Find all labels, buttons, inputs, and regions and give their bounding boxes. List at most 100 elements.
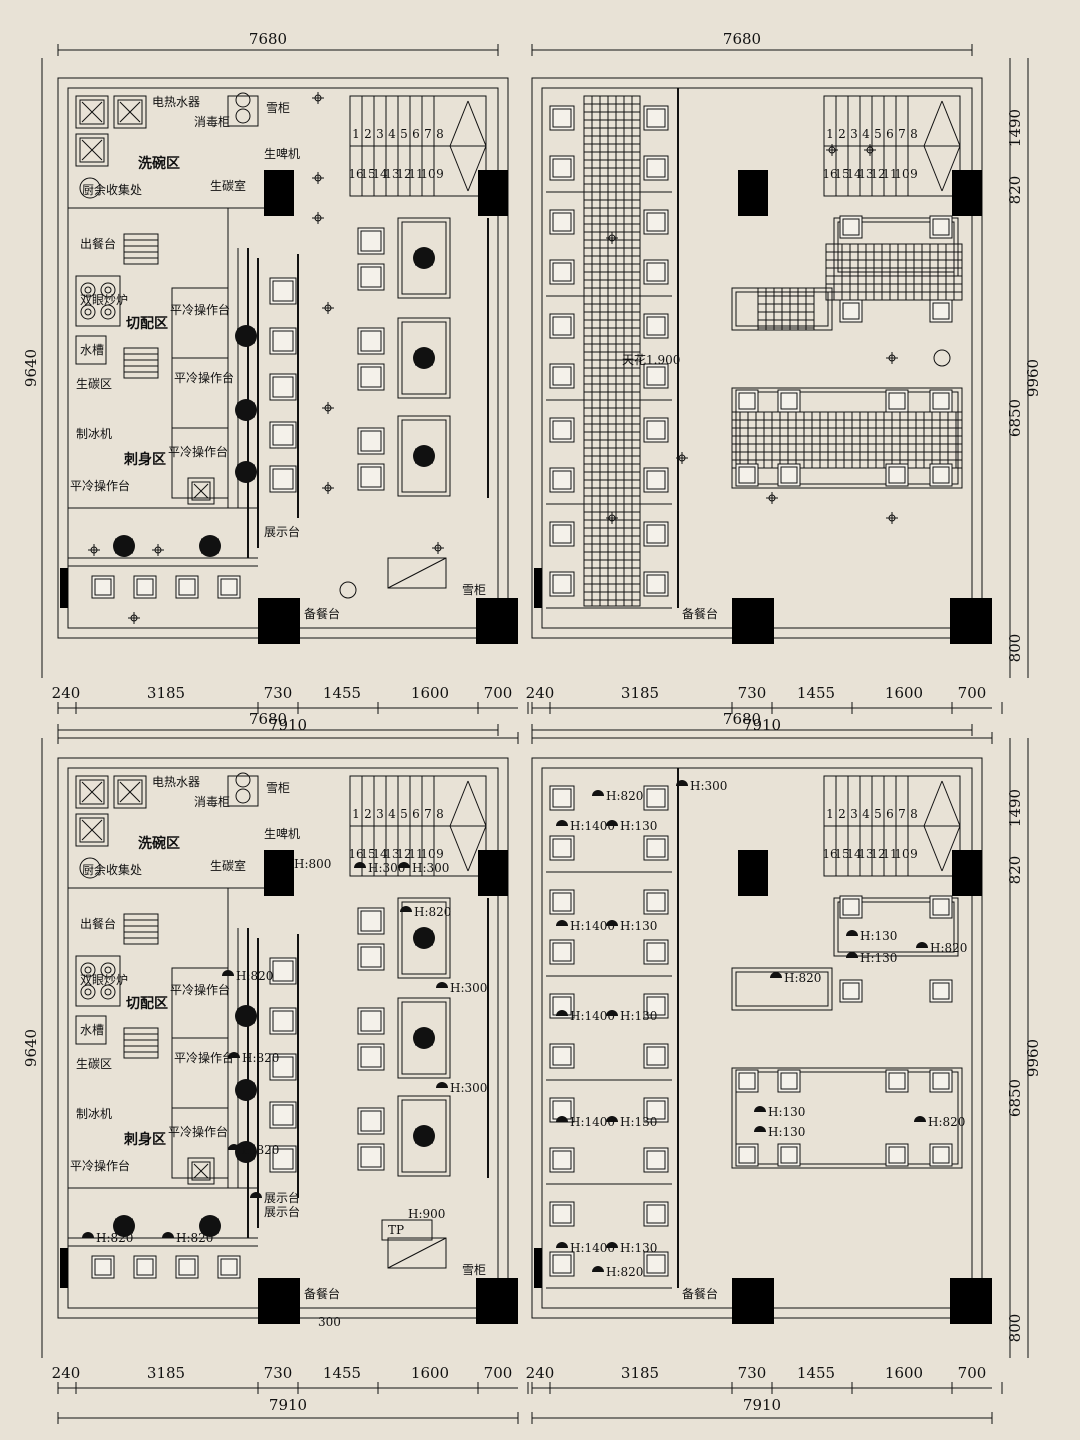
structural-column: [952, 850, 982, 896]
seat-inner: [94, 578, 112, 596]
sink-x: [81, 101, 103, 123]
seat: [549, 105, 575, 131]
stair-number: 16: [348, 847, 363, 861]
seat-inner: [932, 1146, 950, 1164]
seat-inner: [360, 1046, 382, 1068]
seat: [549, 571, 575, 597]
seat-outer: [549, 1201, 575, 1227]
height-marker: H:820: [400, 905, 451, 919]
height-label: H:130: [860, 929, 897, 943]
stair-number: 3: [850, 807, 858, 821]
stair-number: 9: [910, 167, 918, 181]
burner-icon: [100, 984, 116, 1000]
seat-inner: [932, 1072, 950, 1090]
right-seg-dim: 800: [1006, 1314, 1024, 1343]
height-marker: H:1400: [556, 1241, 615, 1255]
stair-number: 5: [874, 807, 882, 821]
food-waste-label: 厨余收集处: [82, 182, 142, 197]
seat: [929, 389, 953, 413]
seat-outer: [643, 209, 669, 235]
ceiling-light-icon: [766, 492, 778, 504]
disinfect-label: 消毒柜: [194, 795, 230, 809]
cold-table-block: [171, 967, 229, 1179]
stair-number: 3: [850, 127, 858, 141]
grill-icon: [113, 535, 135, 557]
grill-icon: [235, 1079, 257, 1101]
seat-outer: [839, 299, 863, 323]
seat-inner: [738, 1146, 756, 1164]
seat-inner: [646, 1254, 666, 1274]
seat: [549, 155, 575, 181]
stair-arrow: [941, 780, 961, 827]
seat: [777, 1143, 801, 1167]
ceiling-label: 天花1.900: [622, 352, 680, 367]
seat-inner: [552, 1150, 572, 1170]
grid-frame: [583, 95, 641, 607]
sink-box: [75, 775, 109, 809]
seat-inner: [780, 1072, 798, 1090]
grill-icon: [413, 1125, 435, 1147]
seat-outer: [175, 575, 199, 599]
stair-number: 13: [384, 847, 399, 861]
bottom-seg-dim: 730: [264, 1364, 293, 1382]
seat: [357, 363, 385, 391]
socket-icon: [606, 1242, 618, 1248]
ceiling-light-icon: [312, 212, 324, 224]
stair-number: 3: [376, 807, 384, 821]
table: [397, 1095, 451, 1177]
right-seg-dim: 6850: [1006, 1079, 1024, 1117]
structural-column: [738, 170, 768, 216]
table-top: [397, 317, 451, 399]
seat-outer: [357, 363, 385, 391]
height-marker: H:300: [354, 861, 405, 875]
seat-inner: [272, 1056, 294, 1078]
beer-label: 生啤机: [264, 826, 300, 841]
sink-basin: [79, 99, 105, 125]
bottom-seg-dim: 730: [738, 684, 767, 702]
bottom-seg-dim: 1455: [323, 684, 361, 702]
height-marker: H:130: [606, 1115, 657, 1129]
sashimi-area-label: 刺身区: [124, 451, 166, 468]
grill-icon: [413, 1027, 435, 1049]
seat-inner: [842, 218, 860, 236]
seat-outer: [643, 835, 669, 861]
sink-box: [187, 1157, 215, 1185]
seat: [133, 575, 157, 599]
seat-inner: [360, 910, 382, 932]
burner-icon: [80, 304, 96, 320]
freezer-label: 雪柜: [462, 1263, 486, 1277]
height-label: H:130: [620, 1115, 657, 1129]
right-seg-dim: 820: [1006, 856, 1024, 885]
seat-inner: [932, 392, 950, 410]
seat-outer: [929, 463, 953, 487]
bottom-seg-dim: 240: [52, 684, 81, 702]
right-seg-dim: 1490: [1006, 789, 1024, 827]
bottom-seg-dim: 700: [484, 684, 513, 702]
socket-icon: [82, 1232, 94, 1238]
stair-number: 3: [376, 127, 384, 141]
serving-counter-label: 出餐台: [80, 916, 116, 931]
table-inner: [401, 221, 447, 295]
case-diag: [387, 557, 447, 589]
cold-table-label: 平冷操作台: [174, 370, 234, 385]
ceiling-light-icon: [312, 92, 324, 104]
ceiling-light-icon: [432, 542, 444, 554]
seat-outer: [839, 979, 863, 1003]
table: [731, 287, 833, 331]
seat-outer: [839, 895, 863, 919]
stair-arrow: [467, 825, 487, 872]
stair-number: 15: [360, 847, 375, 861]
seat-inner: [552, 788, 572, 808]
seat-inner: [646, 838, 666, 858]
seat-inner: [178, 1258, 196, 1276]
seat-inner: [646, 420, 666, 440]
seat: [643, 105, 669, 131]
seat: [643, 1201, 669, 1227]
door-post: [60, 1248, 68, 1288]
tp-box: [381, 1219, 433, 1241]
seat: [549, 417, 575, 443]
seat: [269, 421, 297, 449]
